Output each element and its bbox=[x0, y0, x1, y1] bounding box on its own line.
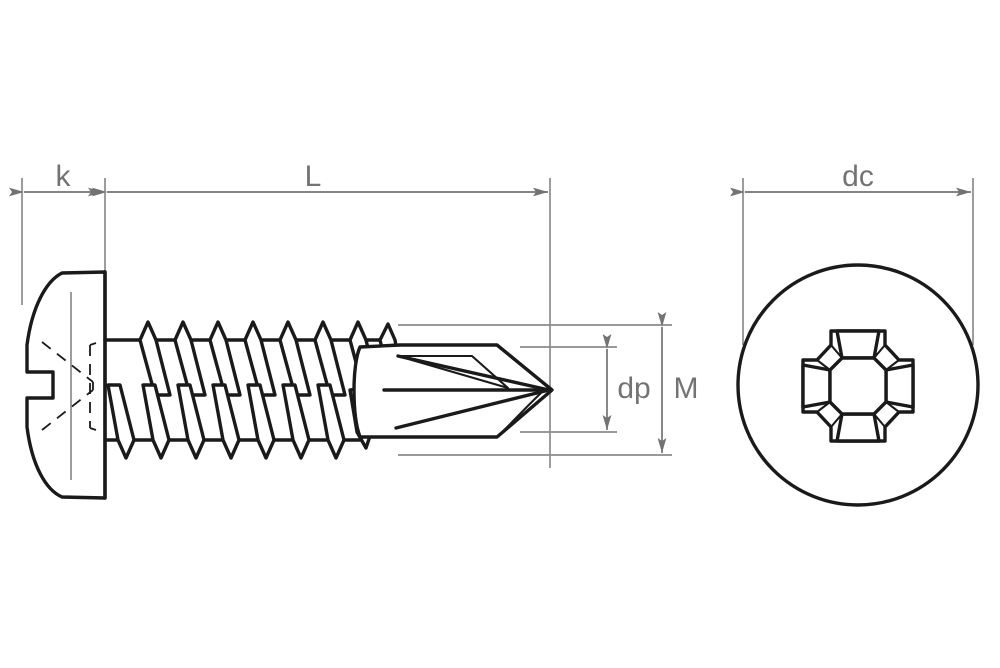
drill-point-relief-curve bbox=[495, 391, 543, 439]
dimension-M-label: M bbox=[674, 372, 699, 405]
dimension-dp-label: dp bbox=[617, 372, 650, 405]
screw-drill-point bbox=[352, 343, 554, 439]
recess-facet-bottom-left bbox=[829, 412, 844, 429]
thread-tooth-lower-6 bbox=[281, 383, 311, 460]
thread-tooth-lower-5 bbox=[246, 383, 276, 460]
pan-head-outline bbox=[25, 270, 107, 500]
dimension-L-label: L bbox=[305, 160, 322, 193]
recess-facet-top-right bbox=[872, 343, 887, 360]
drill-flute-upper bbox=[396, 354, 510, 390]
recess-hidden-line-mouth-top bbox=[89, 342, 97, 346]
drill-cutting-edge-upper bbox=[396, 354, 551, 392]
thread-tooth-lower-7 bbox=[316, 383, 346, 460]
recess-facet-right-top bbox=[884, 358, 901, 372]
dimension-dc-label: dc bbox=[842, 160, 874, 193]
cross-recess-blade-bottom bbox=[835, 412, 881, 443]
dimension-M: M bbox=[657, 312, 699, 453]
dimension-dp: dp bbox=[602, 334, 651, 430]
cross-recess-blade-left bbox=[801, 363, 832, 409]
screw-head-side-profile bbox=[25, 270, 107, 500]
recess-facet-left-bottom bbox=[815, 400, 832, 414]
recess-hidden-line-mouth-bottom bbox=[89, 427, 97, 431]
recess-hidden-line-upper bbox=[41, 341, 94, 383]
thread-tooth-lower-2 bbox=[141, 383, 171, 460]
recess-facet-top-left bbox=[829, 343, 844, 360]
dimension-k-label: k bbox=[56, 160, 72, 193]
screw-head-plan-view bbox=[736, 263, 980, 507]
drill-cutting-edge-lower bbox=[394, 388, 551, 430]
thread-tooth-lower-3 bbox=[176, 383, 206, 460]
extension-lines-plan-view bbox=[742, 178, 974, 345]
dimension-dc: dc bbox=[730, 160, 971, 197]
recess-facet-left-top bbox=[815, 358, 832, 372]
dimension-L: L bbox=[92, 160, 548, 197]
thread-tooth-lower-4 bbox=[211, 383, 241, 460]
recess-facet-right-bottom bbox=[884, 400, 901, 414]
recess-hidden-line-lower bbox=[41, 389, 94, 431]
cross-recess-blade-top bbox=[835, 329, 881, 360]
extension-lines-dp-M bbox=[398, 324, 672, 456]
cross-recess-blade-right bbox=[884, 363, 915, 409]
recess-facet-bottom-right bbox=[872, 412, 887, 429]
dimension-k: k bbox=[9, 160, 103, 197]
thread-tooth-lower-1 bbox=[106, 383, 136, 460]
cross-recess-center-pocket bbox=[828, 356, 888, 416]
